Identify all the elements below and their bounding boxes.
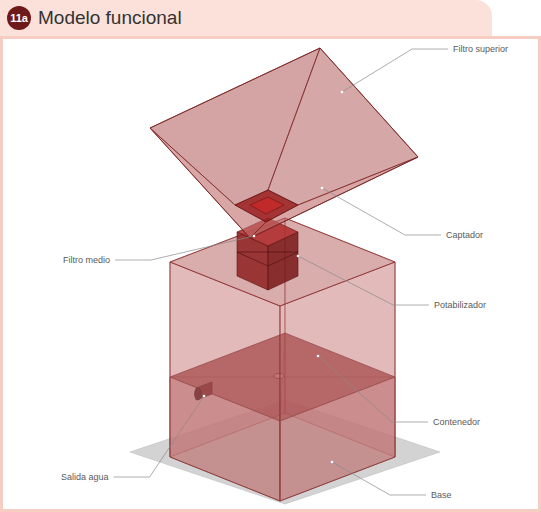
part-label: Contenedor [432,417,481,427]
leader-line [318,356,428,422]
leader-dot [203,395,206,398]
part-label: Base [430,490,453,500]
leader-dot [297,255,300,258]
leader-dot [341,91,344,94]
leader-line [322,188,441,235]
part-label: Salida agua [60,472,110,482]
part-label: Captador [445,230,484,240]
leader-line [332,462,426,495]
part-label: Filtro superior [452,44,509,54]
leader-dot [317,355,320,358]
section-number: 11a [7,6,31,30]
leader-line [115,236,254,260]
leader-dot [253,235,256,238]
leader-dot [331,461,334,464]
leader-dot [321,187,324,190]
leader-line [114,396,204,477]
leader-line [298,256,429,305]
leader-line [342,49,448,92]
page-title: Modelo funcional [38,7,182,29]
part-label: Filtro medio [62,255,111,265]
part-label: Potabilizador [433,300,487,310]
